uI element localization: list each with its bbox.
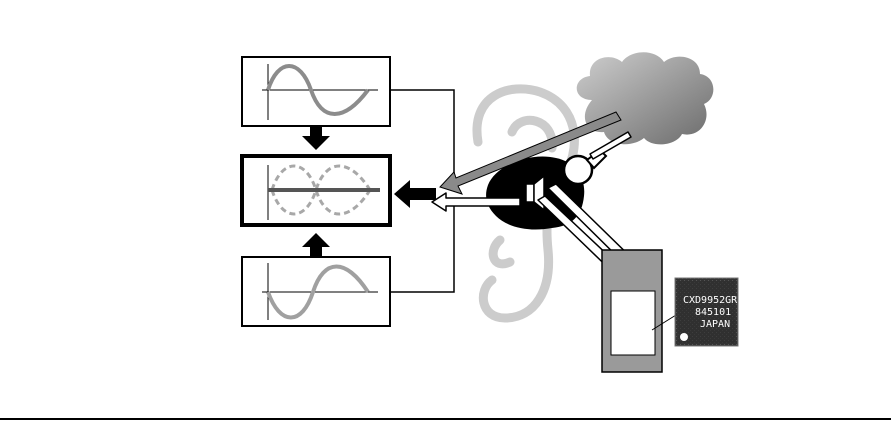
processor-unit <box>602 250 662 372</box>
chip-label-line-2: 845101 <box>695 307 731 318</box>
chip-label-line-3: JAPAN <box>700 319 730 330</box>
noise-cloud-icon <box>577 52 714 144</box>
cancellation-panel <box>242 156 390 225</box>
original-wave-panel <box>242 57 390 126</box>
ic-chip-icon: CXD9952GR 845101 JAPAN <box>675 278 738 346</box>
down-arrow <box>302 126 330 150</box>
left-arrow <box>394 180 436 208</box>
up-arrow <box>302 233 330 257</box>
chip-label-line-1: CXD9952GR <box>683 295 738 306</box>
inverted-wave-panel <box>242 257 390 326</box>
